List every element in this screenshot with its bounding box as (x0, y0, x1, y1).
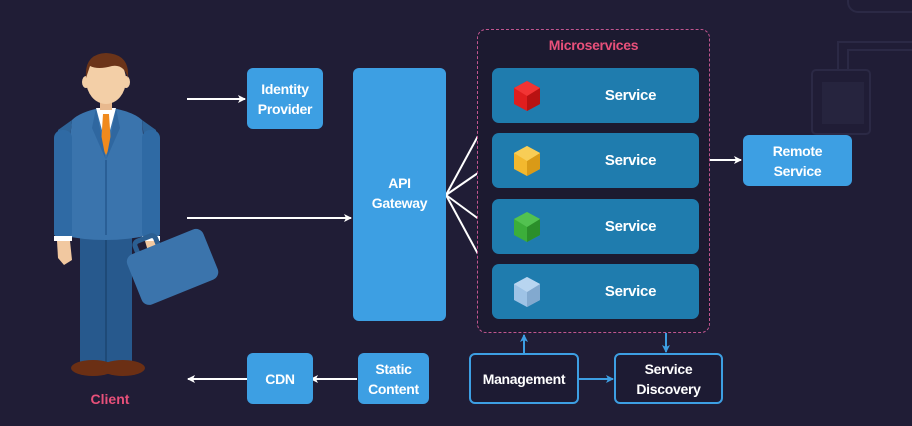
static-content-label-line1: Static (375, 360, 412, 377)
api-gateway-label-line1: API (388, 174, 411, 191)
red-cube-icon (514, 81, 540, 111)
service-box-4: Service (492, 264, 699, 319)
service-label-3: Service (604, 218, 657, 235)
api-gateway-label-line2: Gateway (371, 194, 428, 211)
green-cube-icon (514, 212, 540, 242)
service-box-2: Service (492, 133, 699, 188)
service-discovery-label-line2: Discovery (636, 380, 701, 397)
management-label: Management (482, 370, 566, 387)
service-discovery-label-line1: Service (644, 360, 693, 377)
management-box: Management (469, 353, 579, 404)
service-label-2: Service (604, 152, 657, 169)
remote-service-label-line2: Service (773, 162, 822, 179)
static-content-label-line2: Content (368, 380, 419, 397)
cdn-box: CDN (247, 353, 313, 404)
identity-provider-label-line1: Identity (261, 80, 309, 97)
api-gateway-box: API Gateway (353, 68, 446, 321)
identity-provider-label-line2: Provider (257, 100, 313, 117)
client-label: Client (90, 391, 130, 407)
service-box-3: Service (492, 199, 699, 254)
service-label-4: Service (604, 283, 657, 300)
service-box-1: Service (492, 68, 699, 123)
remote-service-label-line1: Remote (772, 142, 823, 159)
cdn-label: CDN (265, 370, 295, 387)
service-label-1: Service (604, 87, 657, 104)
microservices-title: Microservices (548, 37, 639, 53)
light-blue-cube-icon (514, 277, 540, 307)
yellow-cube-icon (514, 146, 540, 176)
client-person-icon (54, 53, 219, 376)
